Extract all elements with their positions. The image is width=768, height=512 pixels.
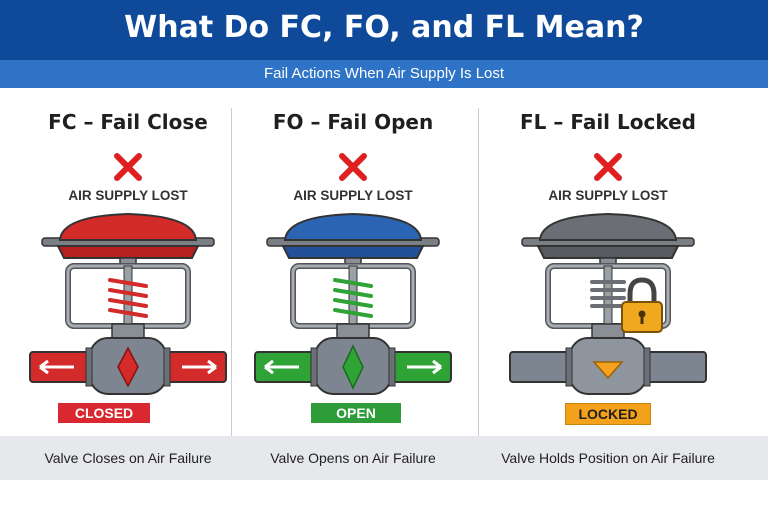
panel-fail-locked: FL – Fail Locked AIR SUPPLY LOST LOCKED <box>480 88 736 480</box>
status-badge-open: OPEN <box>311 403 401 423</box>
fail-open-valve-diagram <box>254 212 452 395</box>
page-subtitle: Fail Actions When Air Supply Is Lost <box>263 65 505 82</box>
panel-fail-close: FC – Fail Close AIR SUPPLY LOST CLOSED <box>0 88 256 480</box>
fail-close-valve-diagram <box>29 212 227 395</box>
footer-bar: Valve Closes on Air Failure Valve Opens … <box>0 436 768 480</box>
status-badge-closed: CLOSED <box>58 403 150 423</box>
panel-divider <box>478 108 479 470</box>
header-banner: What Do FC, FO, and FL Mean? <box>0 0 768 60</box>
panel-title: FL – Fail Locked <box>520 110 696 134</box>
subheader-banner: Fail Actions When Air Supply Is Lost <box>0 60 768 88</box>
red-x-icon <box>594 153 622 181</box>
footer-caption-fo: Valve Opens on Air Failure <box>270 450 436 466</box>
air-supply-lost-label: AIR SUPPLY LOST <box>68 188 188 203</box>
footer-caption-fc: Valve Closes on Air Failure <box>44 450 212 466</box>
red-x-icon <box>339 153 367 181</box>
page-title: What Do FC, FO, and FL Mean? <box>124 10 644 45</box>
panel-divider <box>231 108 232 470</box>
red-x-icon <box>114 153 142 181</box>
air-supply-lost-label: AIR SUPPLY LOST <box>293 188 413 203</box>
panel-title: FC – Fail Close <box>48 110 208 134</box>
footer-caption-fl: Valve Holds Position on Air Failure <box>501 450 715 466</box>
padlock-icon <box>621 277 663 333</box>
panel-fail-open: FO – Fail Open AIR SUPPLY LOST OPEN <box>225 88 481 480</box>
fail-locked-valve-diagram <box>509 212 707 395</box>
panel-title: FO – Fail Open <box>272 110 434 134</box>
status-badge-locked: LOCKED <box>565 403 651 425</box>
air-supply-lost-label: AIR SUPPLY LOST <box>548 188 668 203</box>
